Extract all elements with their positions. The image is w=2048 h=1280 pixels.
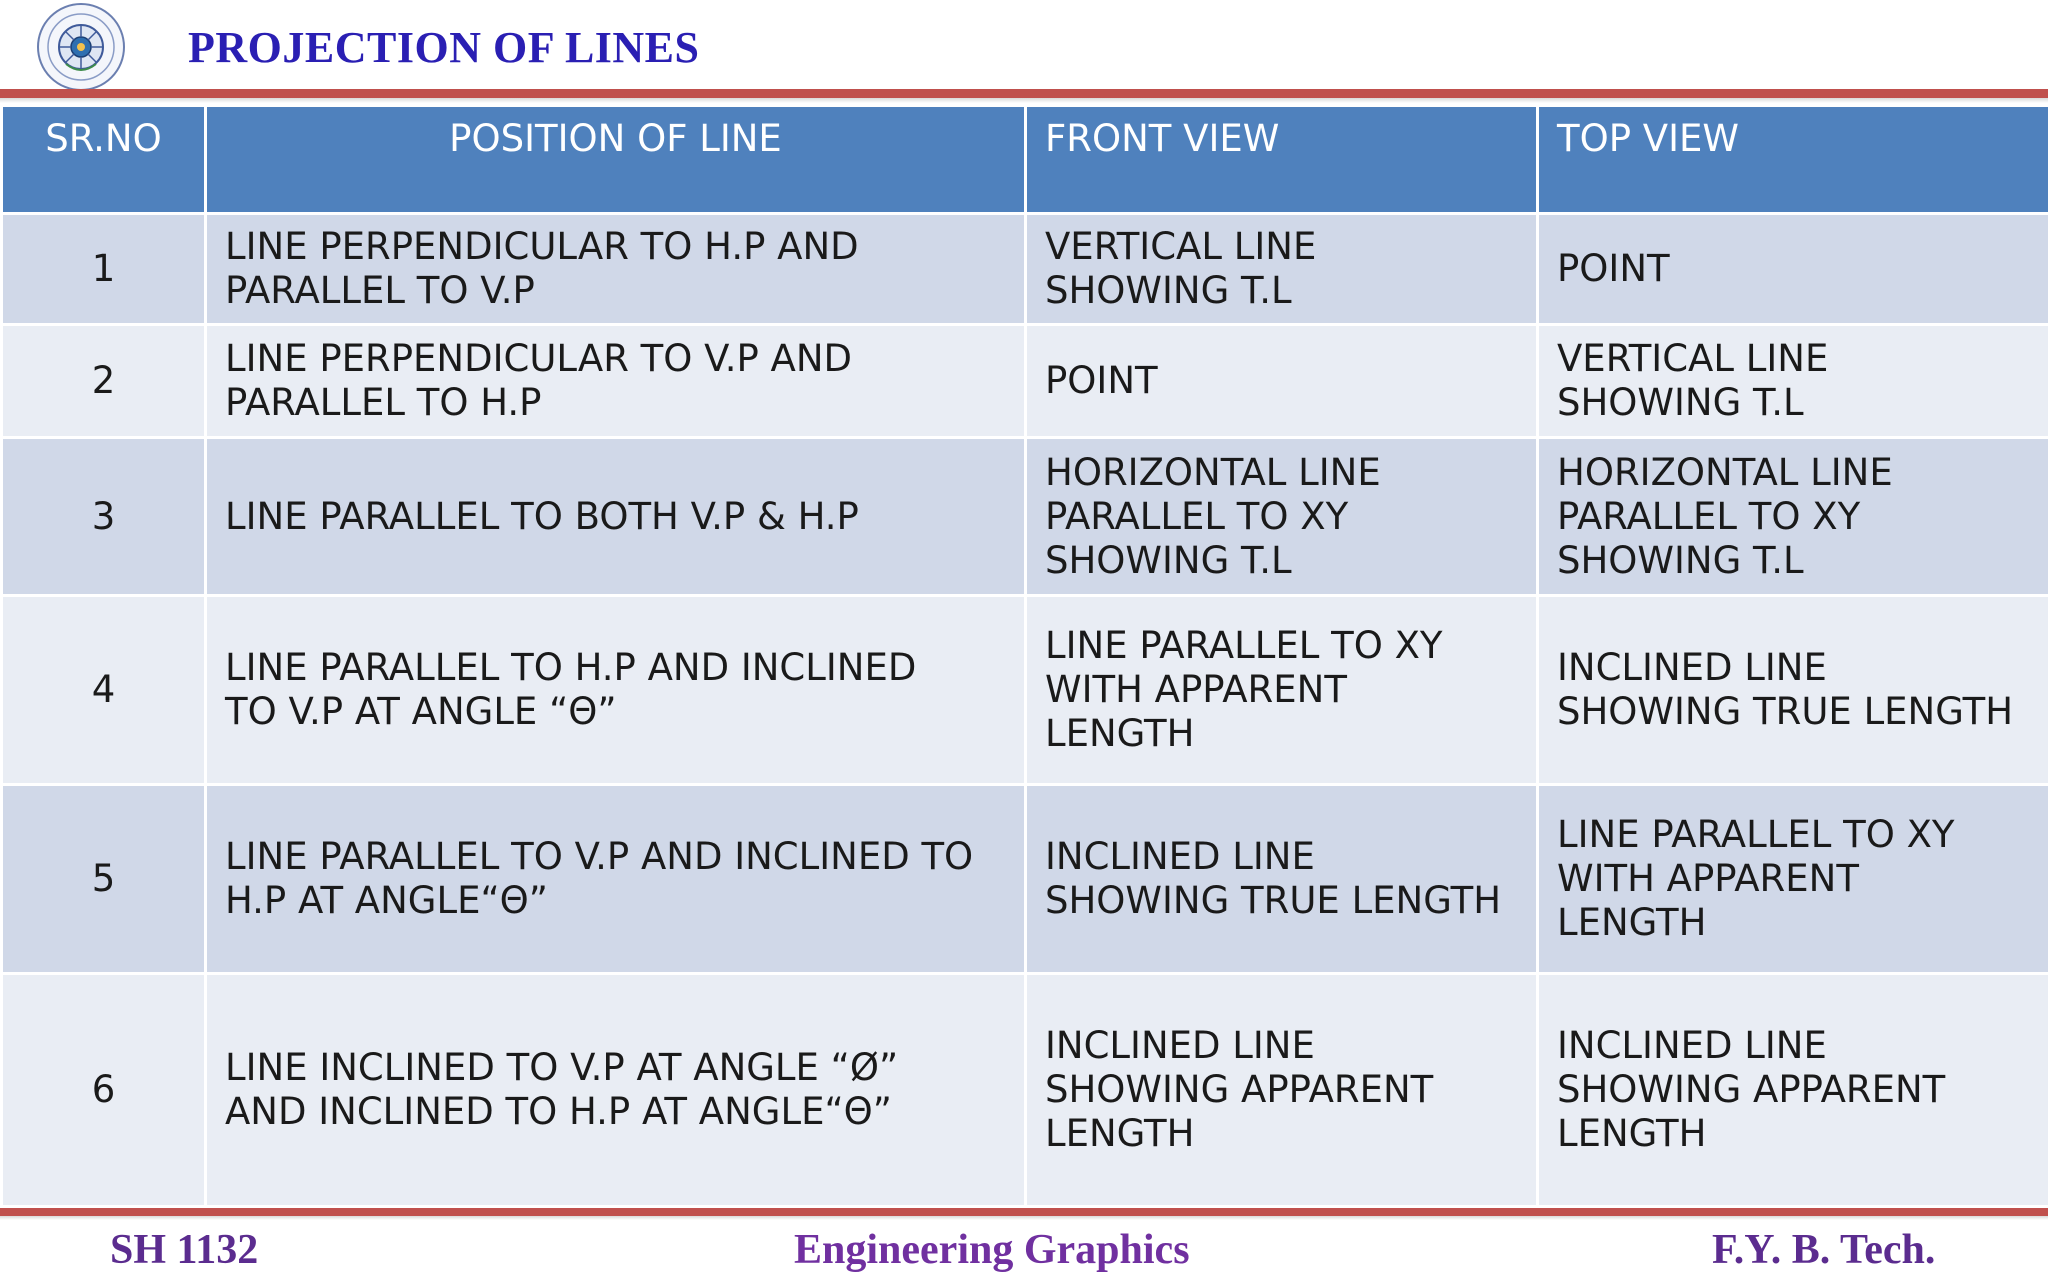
slide-footer: SH 1132 Engineering Graphics F.Y. B. Tec…	[0, 1222, 2048, 1280]
cell-top-view: HORIZONTAL LINE PARALLEL TO XY SHOWING T…	[1536, 436, 2048, 597]
slide-title: PROJECTION OF LINES	[188, 23, 700, 72]
cell-front-view: POINT	[1024, 323, 1539, 439]
cell-sr-no: 4	[0, 594, 207, 786]
top-divider	[0, 89, 2048, 98]
cell-position: LINE PARALLEL TO H.P AND INCLINED TO V.P…	[204, 594, 1027, 786]
cell-sr-no: 2	[0, 323, 207, 439]
table-row: 1 LINE PERPENDICULAR TO H.P AND PARALLEL…	[0, 212, 2048, 326]
table-row: 5 LINE PARALLEL TO V.P AND INCLINED TO H…	[0, 783, 2048, 975]
cell-sr-no: 3	[0, 436, 207, 597]
bottom-divider-shadow	[0, 1216, 2048, 1220]
cell-top-view: VERTICAL LINE SHOWING T.L	[1536, 323, 2048, 439]
header-top-view: TOP VIEW	[1536, 104, 2048, 215]
cell-position: LINE PARALLEL TO V.P AND INCLINED TO H.P…	[204, 783, 1027, 975]
projection-table: SR.NO POSITION OF LINE FRONT VIEW TOP VI…	[0, 104, 2048, 1208]
table-header-row: SR.NO POSITION OF LINE FRONT VIEW TOP VI…	[0, 104, 2048, 215]
cell-front-view: HORIZONTAL LINE PARALLEL TO XY SHOWING T…	[1024, 436, 1539, 597]
bottom-divider	[0, 1208, 2048, 1216]
cell-front-view: VERTICAL LINE SHOWING T.L	[1024, 212, 1539, 326]
slide-header: PROJECTION OF LINES	[0, 0, 2048, 91]
header-sr-no: SR.NO	[0, 104, 207, 215]
cell-top-view: LINE PARALLEL TO XY WITH APPARENT LENGTH	[1536, 783, 2048, 975]
cell-top-view: INCLINED LINE SHOWING TRUE LENGTH	[1536, 594, 2048, 786]
header-front-view: FRONT VIEW	[1024, 104, 1539, 215]
footer-class: F.Y. B. Tech.	[1712, 1227, 1936, 1273]
cell-front-view: INCLINED LINE SHOWING TRUE LENGTH	[1024, 783, 1539, 975]
table-row: 6 LINE INCLINED TO V.P AT ANGLE “Ø” AND …	[0, 972, 2048, 1208]
cell-sr-no: 1	[0, 212, 207, 326]
cell-top-view: INCLINED LINE SHOWING APPARENT LENGTH	[1536, 972, 2048, 1208]
cell-top-view: POINT	[1536, 212, 2048, 326]
cell-position: LINE INCLINED TO V.P AT ANGLE “Ø” AND IN…	[204, 972, 1027, 1208]
footer-course-code: SH 1132	[110, 1227, 259, 1273]
cell-position: LINE PERPENDICULAR TO H.P AND PARALLEL T…	[204, 212, 1027, 326]
cell-front-view: INCLINED LINE SHOWING APPARENT LENGTH	[1024, 972, 1539, 1208]
footer-subject: Engineering Graphics	[794, 1227, 1190, 1273]
header-position-of-line: POSITION OF LINE	[204, 104, 1027, 215]
projection-table-container: SR.NO POSITION OF LINE FRONT VIEW TOP VI…	[0, 104, 2048, 1208]
cell-position: LINE PARALLEL TO BOTH V.P & H.P	[204, 436, 1027, 597]
table-row: 3 LINE PARALLEL TO BOTH V.P & H.P HORIZO…	[0, 436, 2048, 597]
table-row: 4 LINE PARALLEL TO H.P AND INCLINED TO V…	[0, 594, 2048, 786]
top-divider-shadow	[0, 98, 2048, 103]
cell-sr-no: 5	[0, 783, 207, 975]
table-row: 2 LINE PERPENDICULAR TO V.P AND PARALLEL…	[0, 323, 2048, 439]
cell-sr-no: 6	[0, 972, 207, 1208]
cell-front-view: LINE PARALLEL TO XY WITH APPARENT LENGTH	[1024, 594, 1539, 786]
institute-seal-icon	[37, 3, 125, 91]
cell-position: LINE PERPENDICULAR TO V.P AND PARALLEL T…	[204, 323, 1027, 439]
